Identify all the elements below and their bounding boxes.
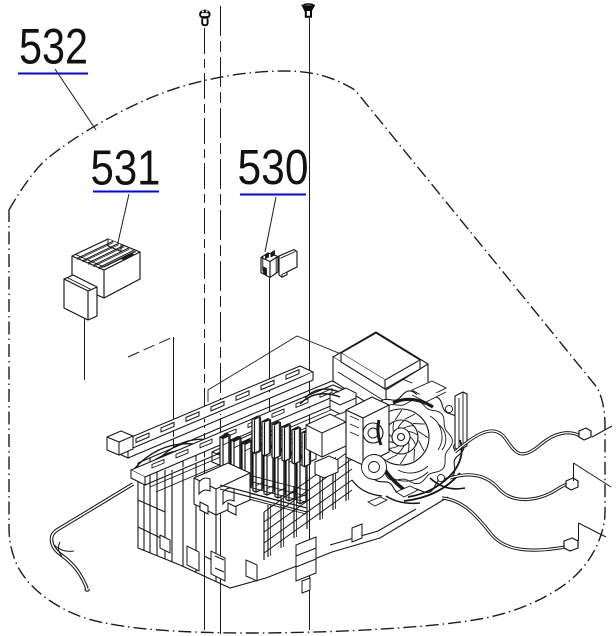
svg-text:532: 532 (19, 19, 88, 75)
svg-text:530: 530 (238, 141, 309, 195)
svg-text:531: 531 (91, 142, 161, 196)
